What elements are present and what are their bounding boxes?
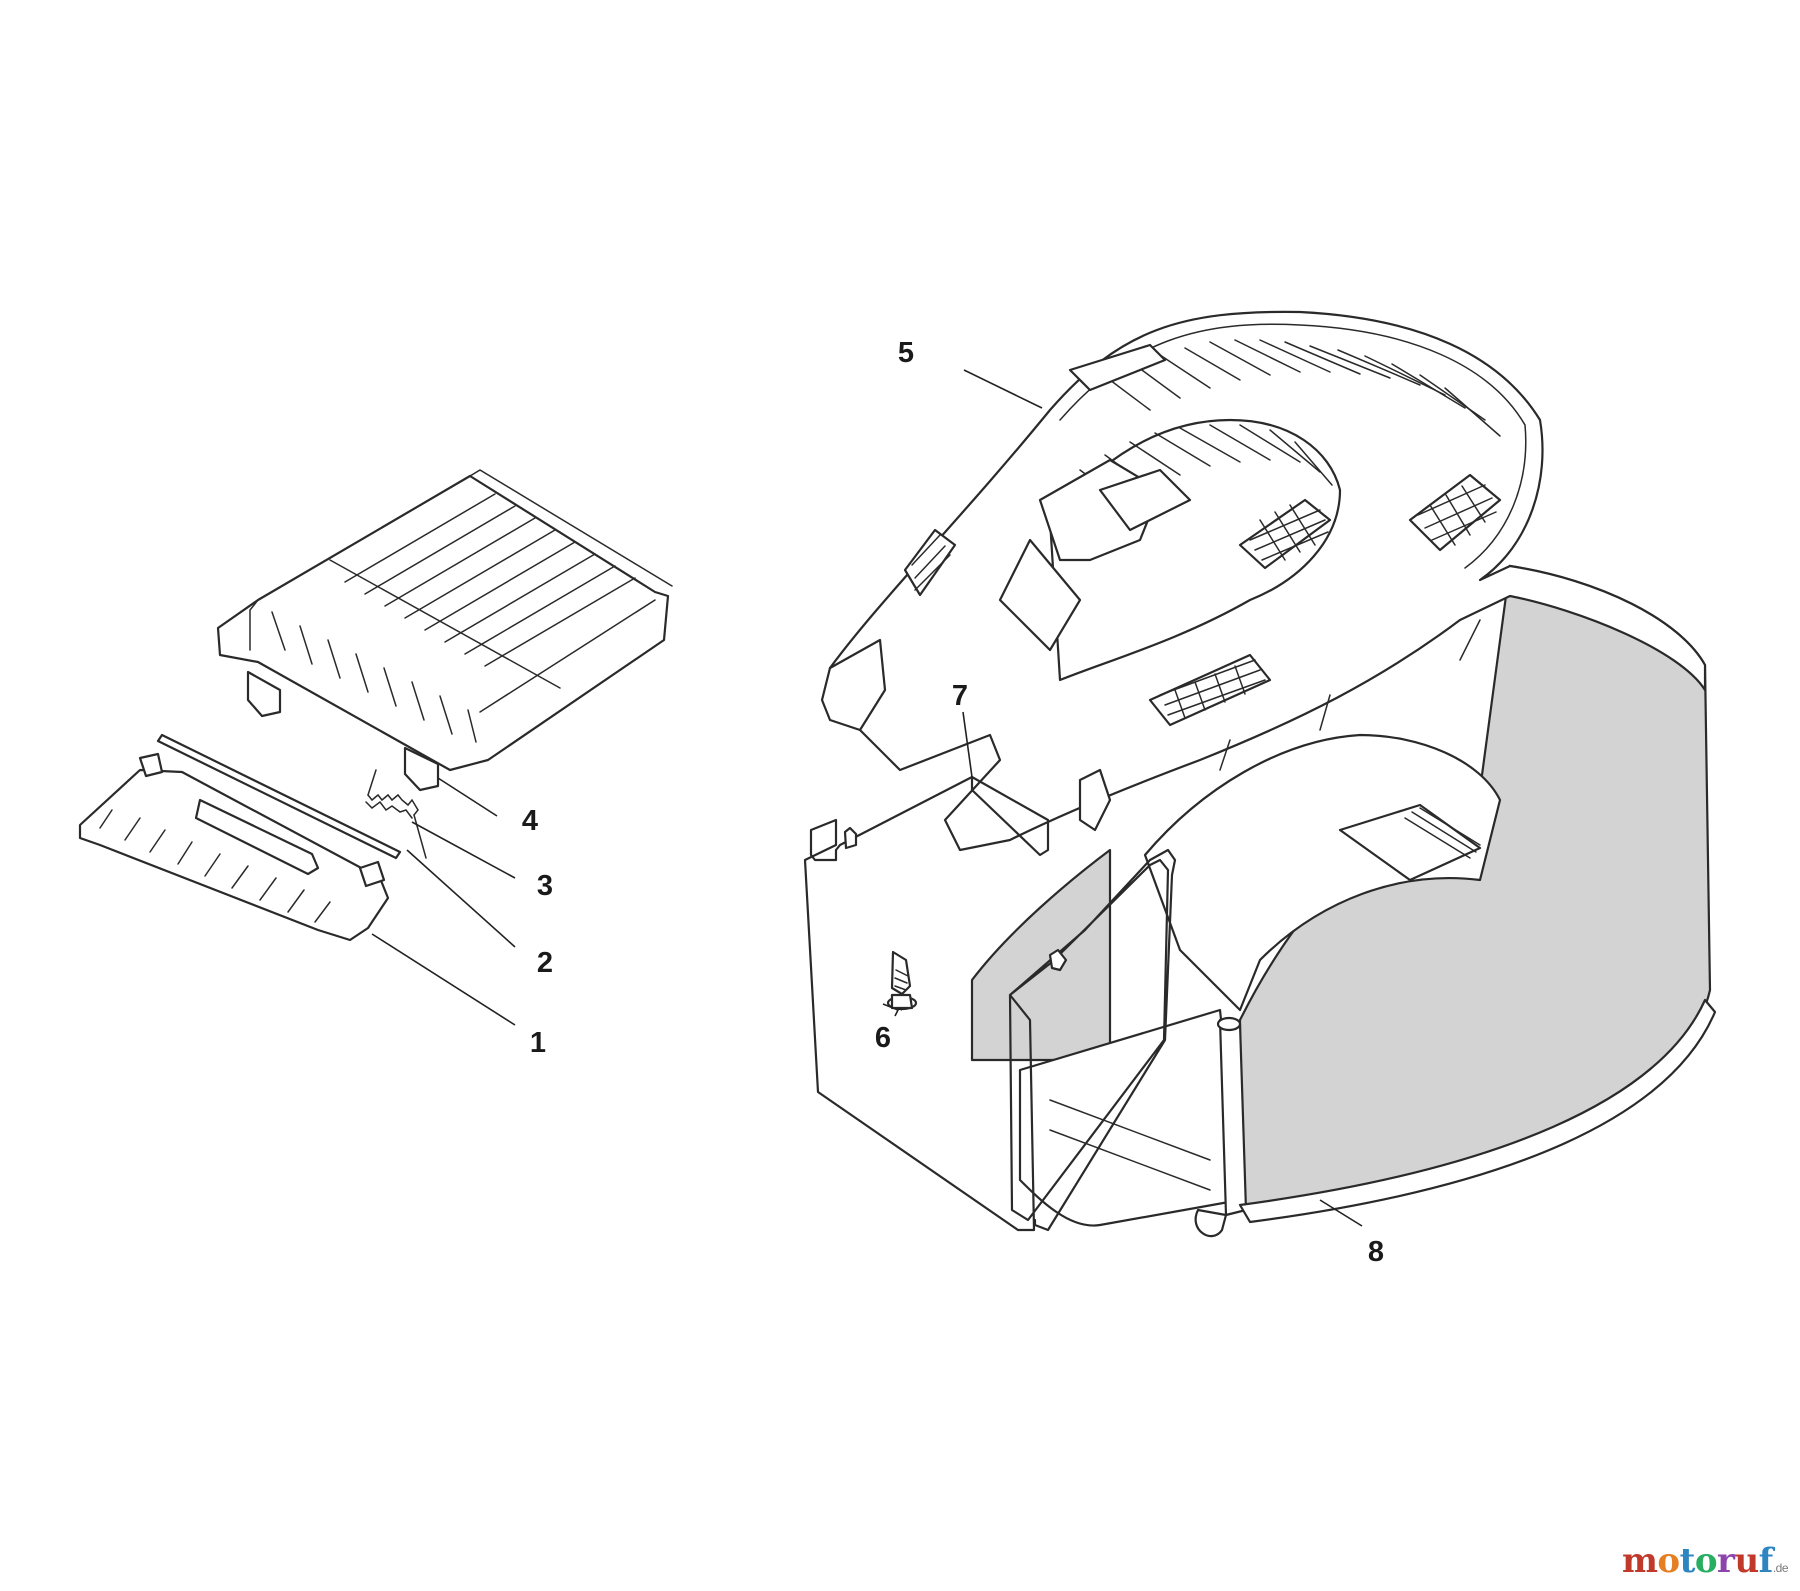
callout-8: 8 bbox=[1368, 1236, 1384, 1268]
callout-2: 2 bbox=[537, 947, 553, 979]
vent-grilles bbox=[903, 473, 1502, 727]
callout-1: 1 bbox=[530, 1027, 546, 1059]
callout-7: 7 bbox=[952, 680, 968, 712]
watermark-letter: m bbox=[1621, 1541, 1658, 1581]
part-1-flap-support bbox=[78, 752, 390, 942]
callout-labels: 1 2 3 4 5 6 7 8 bbox=[522, 337, 1384, 1268]
callout-6: 6 bbox=[875, 1022, 891, 1054]
watermark-text: motoruf bbox=[1622, 1541, 1773, 1581]
watermark-letter: f bbox=[1758, 1541, 1774, 1581]
watermark-suffix: .de bbox=[1772, 1561, 1789, 1575]
part-2-hinge-rod bbox=[156, 733, 402, 860]
callout-5: 5 bbox=[898, 337, 914, 369]
watermark-letter: t bbox=[1679, 1541, 1696, 1581]
part-3-torsion-spring bbox=[365, 769, 427, 859]
watermark-letter: o bbox=[1657, 1541, 1680, 1581]
part-6-screw bbox=[886, 950, 918, 1011]
callout-4: 4 bbox=[522, 805, 538, 837]
flap-ribs bbox=[271, 493, 636, 743]
part-4-flap-cover bbox=[216, 469, 673, 792]
watermark-letter: u bbox=[1734, 1541, 1759, 1581]
support-ribs bbox=[99, 809, 331, 923]
leader-lines bbox=[371, 369, 1363, 1227]
part-5-bag-top-cover bbox=[820, 310, 1707, 852]
watermark-logo: motoruf.de bbox=[1622, 1541, 1789, 1581]
watermark-letter: o bbox=[1694, 1541, 1718, 1581]
part-8-grass-bag bbox=[970, 564, 1717, 1238]
cover-ribs bbox=[1079, 339, 1501, 501]
callout-3: 3 bbox=[537, 870, 553, 902]
watermark-letter: r bbox=[1717, 1541, 1735, 1581]
